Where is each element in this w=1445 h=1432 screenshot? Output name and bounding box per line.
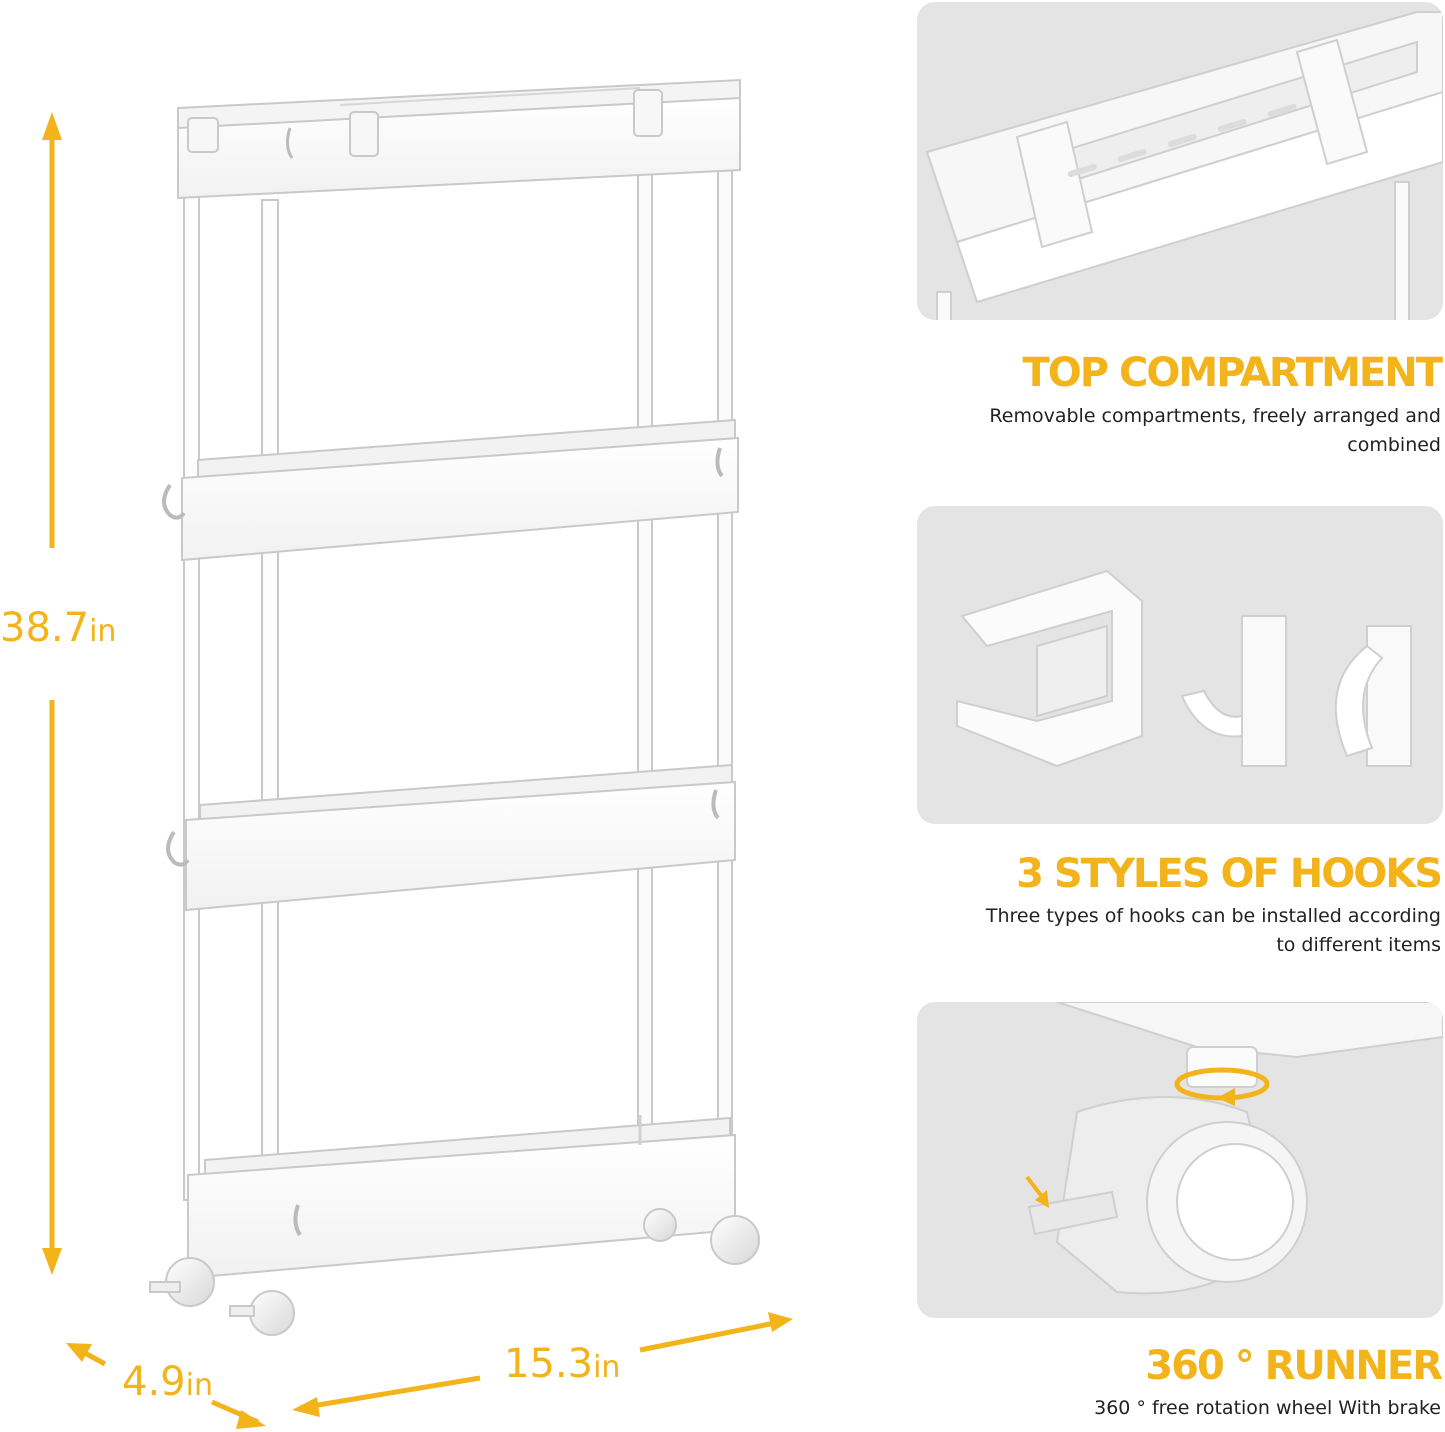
feature-title-top-compartment: TOP COMPARTMENT <box>1022 350 1443 396</box>
runner-panel <box>917 1002 1443 1318</box>
tier-3 <box>166 763 736 912</box>
feature-title-hooks: 3 STYLES OF HOOKS <box>1016 851 1443 897</box>
caster-wheel-closeup-icon <box>1025 1002 1443 1295</box>
rotation-arrowhead <box>1217 1088 1235 1106</box>
tier-top <box>177 78 741 200</box>
hooks-closeup-icon <box>956 569 1412 768</box>
height-unit: in <box>89 614 117 649</box>
hooks-panel <box>917 506 1443 824</box>
top-compartment-panel <box>917 2 1443 320</box>
top-compartment-closeup-icon <box>925 11 1443 320</box>
rolling-cart <box>149 78 760 1336</box>
depth-arrow <box>66 1343 266 1429</box>
feature-title-runner: 360 ° RUNNER <box>1145 1343 1443 1389</box>
width-value: 15.3 <box>504 1341 594 1387</box>
feature-desc-runner: 360 ° free rotation wheel With brake <box>1094 1397 1441 1419</box>
depth-unit: in <box>185 1368 213 1403</box>
feature-desc-hooks: Three types of hooks can be installed ac… <box>985 905 1441 956</box>
height-label: 38.7in <box>0 608 116 648</box>
width-label: 15.3in <box>504 1344 620 1384</box>
cart-wheels <box>149 1208 760 1336</box>
feature-desc-top-compartment: Removable compartments, freely arranged … <box>989 405 1441 456</box>
brake-arrow <box>1025 1175 1049 1208</box>
height-arrow <box>42 112 62 1275</box>
width-arrow <box>292 1312 793 1417</box>
cart-illustration <box>42 78 793 1429</box>
depth-label: 4.9in <box>122 1362 213 1402</box>
tier-2 <box>162 418 739 562</box>
tier-bottom <box>187 1115 736 1280</box>
width-unit: in <box>593 1350 621 1385</box>
depth-value: 4.9 <box>122 1359 186 1405</box>
height-value: 38.7 <box>0 605 90 651</box>
